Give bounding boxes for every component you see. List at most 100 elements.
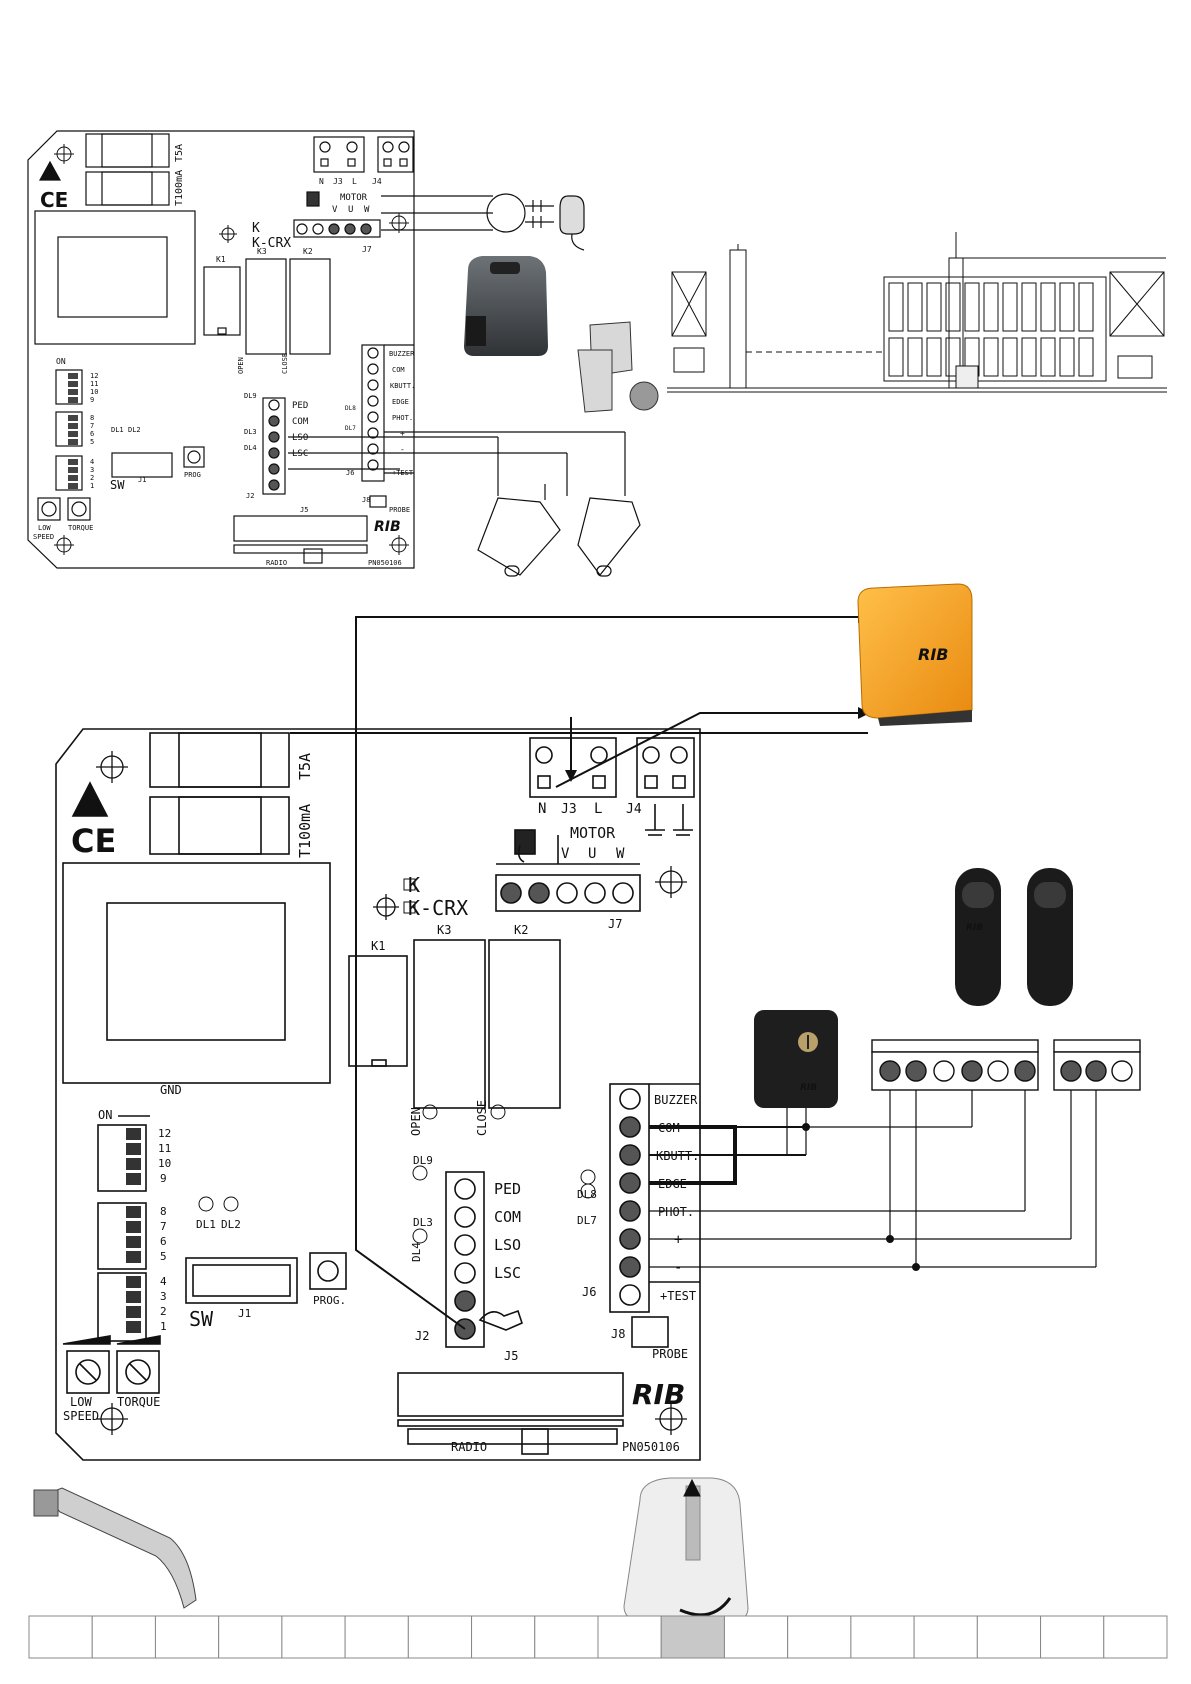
k-label: K	[408, 873, 420, 897]
j6-buzzer-label: BUZZER	[389, 350, 415, 358]
j2-lso-label: LSO	[494, 1236, 521, 1254]
dip-num: 4	[160, 1275, 167, 1288]
page-cell[interactable]	[218, 1615, 283, 1659]
flashing-lamp: RIB	[857, 583, 973, 726]
prog-label: PROG	[184, 471, 201, 479]
j2-lsc-label: LSC	[292, 449, 308, 459]
dip-num: 5	[160, 1250, 167, 1263]
dip-num: 8	[160, 1205, 167, 1218]
lamp-logo: RIB	[918, 645, 948, 664]
mount-hole	[373, 894, 399, 920]
kcrx-label: K-CRX	[408, 896, 468, 920]
dl9-label: DL9	[244, 392, 257, 400]
radio-label: RADIO	[266, 559, 287, 567]
dl1-label: DL1	[111, 426, 124, 434]
dip-num: 12	[158, 1127, 171, 1140]
dl3-label: DL3	[413, 1216, 433, 1229]
dip-num: 11	[90, 380, 98, 388]
j6-plus-label: +	[400, 429, 405, 438]
j1-label: J1	[238, 1307, 251, 1320]
mount-hole	[655, 1403, 687, 1435]
page-navigation-strip	[28, 1615, 1168, 1659]
j7-label: J7	[608, 917, 622, 931]
open-led-label: OPEN	[409, 1107, 423, 1136]
relay-k2-label: K2	[514, 923, 528, 937]
page-cell[interactable]	[281, 1615, 346, 1659]
motor-u-label: U	[588, 846, 596, 862]
j4-label: J4	[372, 177, 382, 186]
j6-minus-label: -	[674, 1260, 682, 1276]
page-cell[interactable]	[976, 1615, 1042, 1659]
low-label: LOW	[38, 524, 51, 532]
dip-num: 12	[90, 372, 98, 380]
page-cell[interactable]	[28, 1615, 93, 1659]
j6-com-label: COM	[392, 366, 405, 374]
dl9-label: DL9	[413, 1154, 433, 1167]
j8-label: J8	[611, 1327, 625, 1341]
page-cell[interactable]	[344, 1615, 409, 1659]
j6-minus-label: -	[400, 445, 405, 454]
open-led-label: OPEN	[237, 357, 245, 374]
page-cell[interactable]	[1040, 1615, 1105, 1659]
j3-n-label: N	[538, 801, 546, 817]
speed-label: SPEED	[63, 1409, 99, 1423]
dip-num: 1	[160, 1320, 167, 1333]
dip-num: 4	[90, 458, 94, 466]
dip-num: 9	[90, 396, 94, 404]
small-board-labels: T5A T100mA CE N J3 L J4 MOTOR V U W J7 K…	[33, 144, 415, 567]
j6-buzzer-label: BUZZER	[654, 1093, 698, 1107]
dl2-label: DL2	[128, 426, 141, 434]
page-cell[interactable]	[91, 1615, 156, 1659]
dip-num: 2	[90, 474, 94, 482]
fuse-label-1: T5A	[174, 144, 185, 162]
page-cell[interactable]	[913, 1615, 978, 1659]
j6-kbutt-label: KBUTT.	[390, 382, 415, 390]
page-cell[interactable]	[787, 1615, 852, 1659]
page-cell[interactable]	[597, 1615, 662, 1659]
photocell-terminal-strips	[871, 1039, 1141, 1091]
motor-label: MOTOR	[340, 193, 368, 203]
key-switch: RIB	[754, 1010, 838, 1108]
dl7-label: DL7	[345, 425, 356, 432]
fuse-label-2: T100mA	[296, 804, 314, 858]
dip-num: 3	[160, 1290, 167, 1303]
page-cell[interactable]	[1103, 1615, 1168, 1659]
page-cell[interactable]	[471, 1615, 536, 1659]
dip-num: 7	[90, 422, 94, 430]
page-cell[interactable]	[723, 1615, 789, 1659]
dl4-label: DL4	[244, 444, 257, 452]
page-cell[interactable]	[407, 1615, 473, 1659]
j6-label: J6	[346, 469, 354, 477]
dip-num: 1	[90, 482, 94, 490]
dip-num: 3	[90, 466, 94, 474]
j2-com-label: COM	[494, 1208, 521, 1226]
part-number: PN050106	[622, 1440, 680, 1454]
page-cell[interactable]	[534, 1615, 599, 1659]
low-label: LOW	[70, 1395, 92, 1409]
mount-hole	[219, 225, 237, 243]
dip-num: 6	[160, 1235, 167, 1248]
page-cell-active[interactable]	[660, 1615, 725, 1659]
j6-test-label: +TEST	[392, 469, 414, 477]
j3-label: J3	[561, 802, 577, 817]
page-cell[interactable]	[850, 1615, 915, 1659]
fuse-label-2: T100mA	[174, 170, 185, 206]
dip-num: 8	[90, 414, 94, 422]
dip-num: 7	[160, 1220, 167, 1233]
dl1-label: DL1	[196, 1218, 216, 1231]
motor-v-label: V	[561, 846, 570, 862]
main-board-labels: T5A T100mA CE N J3 L J4 MOTOR V U W J7 K…	[63, 753, 699, 1454]
j7-label: J7	[362, 245, 372, 254]
relay-k2-label: K2	[303, 247, 313, 256]
dl7-label: DL7	[577, 1214, 597, 1227]
j3-l-label: L	[352, 177, 357, 186]
k-label: K	[252, 221, 260, 236]
rib-logo: RIB	[374, 519, 401, 535]
photocell-logo: RIB	[966, 923, 983, 933]
ce-mark: CE	[71, 822, 116, 860]
page-cell[interactable]	[154, 1615, 220, 1659]
dip-num: 10	[158, 1157, 171, 1170]
rib-logo: RIB	[632, 1378, 685, 1411]
j6-phot-label: PHOT.	[392, 414, 413, 422]
